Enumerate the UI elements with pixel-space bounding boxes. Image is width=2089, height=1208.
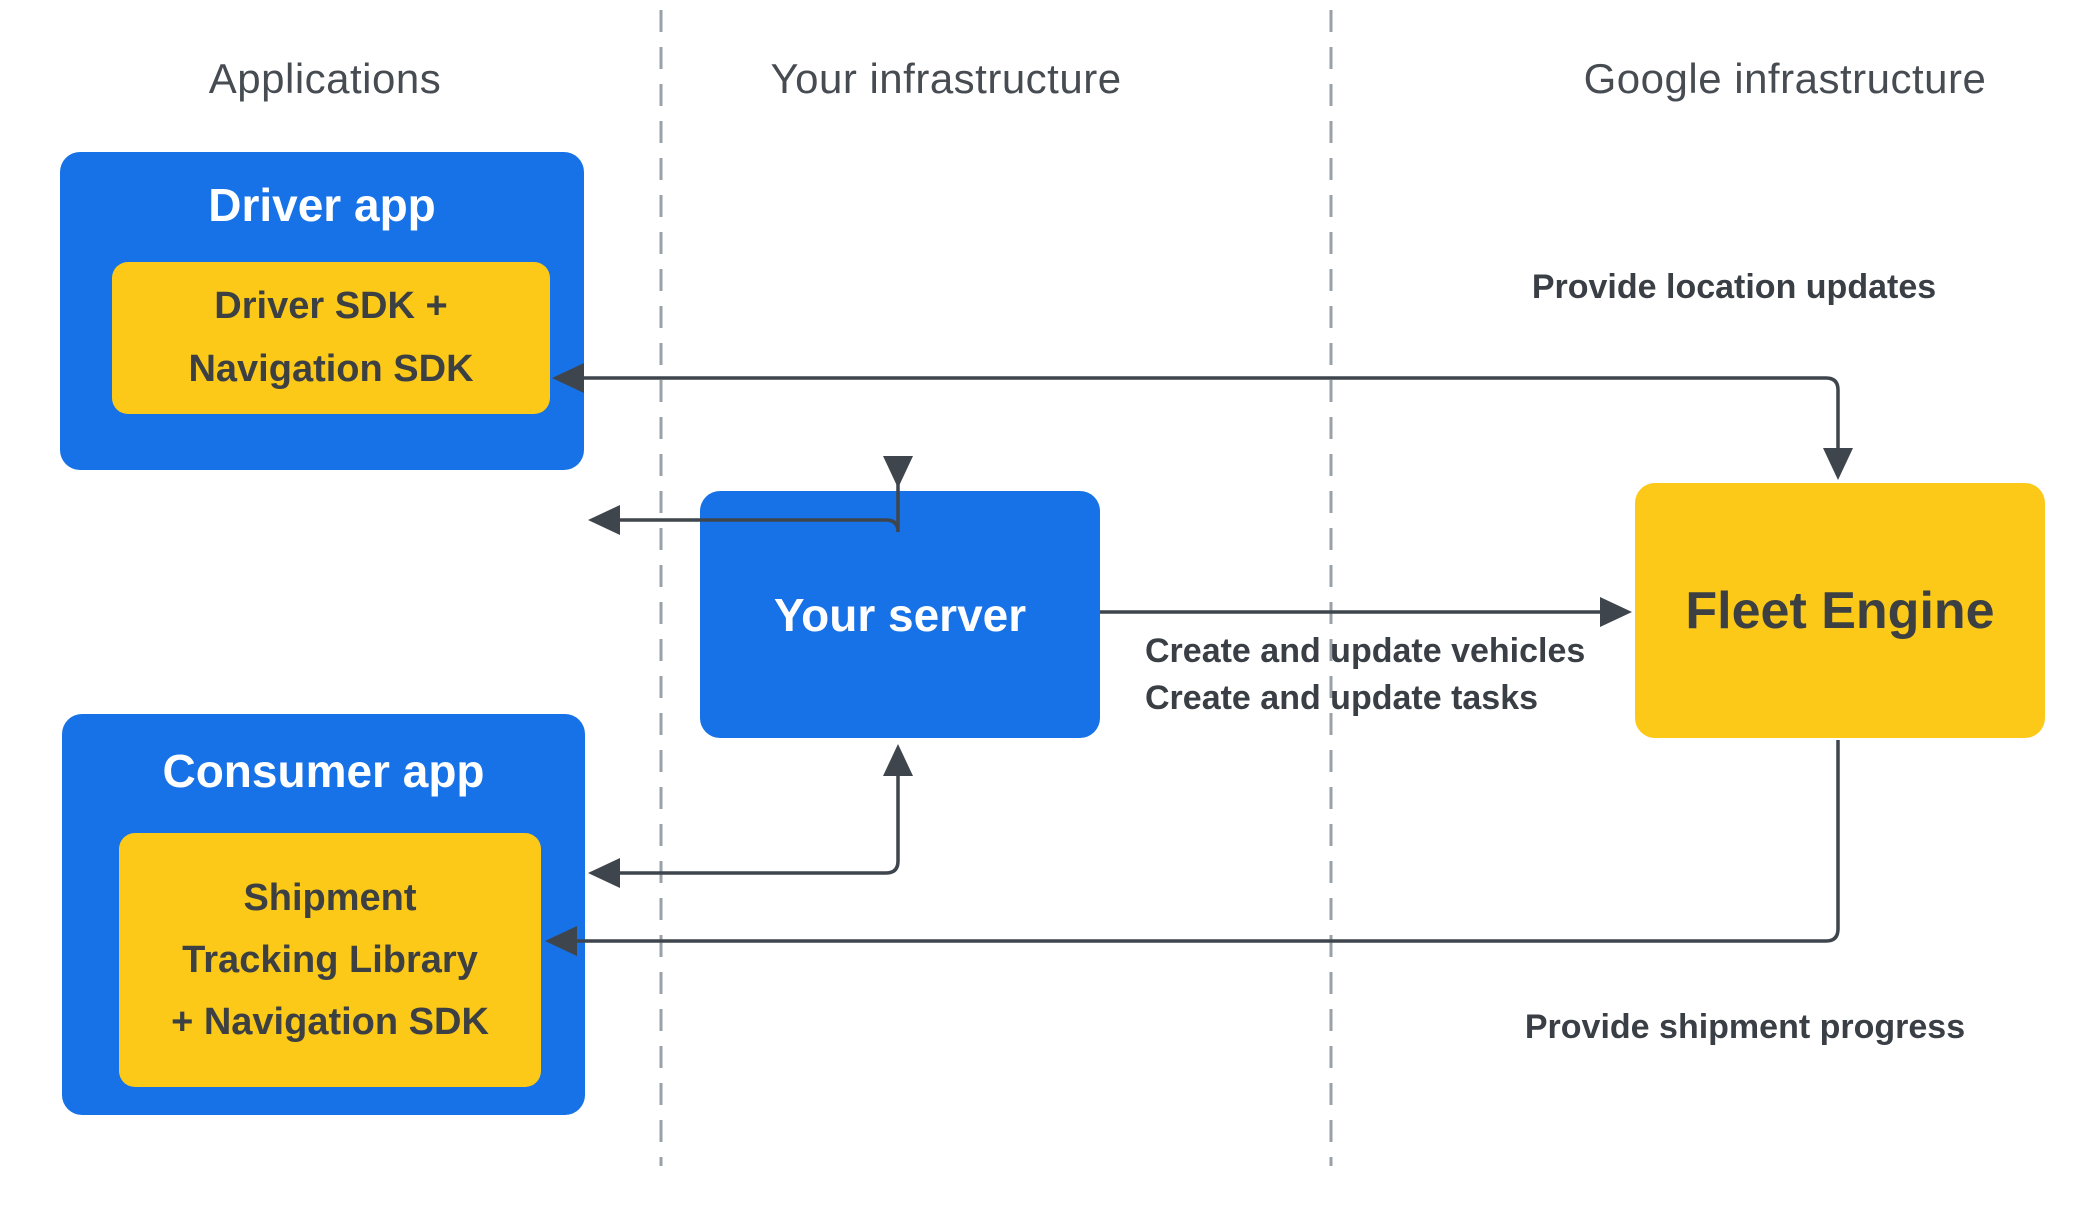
shipment-lib-label-line2: Tracking Library xyxy=(182,939,478,981)
edge-label-provide-shipment-progress: Provide shipment progress xyxy=(1524,1008,1966,1046)
shipment-tracking-library-node: Shipment Tracking Library + Navigation S… xyxy=(119,833,541,1087)
driver-app-node: Driver app Driver SDK + Navigation SDK xyxy=(60,152,584,470)
column-header-google-infrastructure: Google infrastructure xyxy=(1583,55,1987,102)
driver-sdk-label-line1: Driver SDK + xyxy=(214,285,448,327)
consumer-app-node: Consumer app Shipment Tracking Library +… xyxy=(62,714,585,1115)
shipment-lib-label-line3: + Navigation SDK xyxy=(171,1001,489,1043)
arrow-fleet-consumer xyxy=(577,740,1840,943)
driver-sdk-node: Driver SDK + Navigation SDK xyxy=(112,262,550,414)
edge-label-create-vehicles: Create and update vehicles xyxy=(1145,632,1586,670)
column-header-your-infrastructure: Your infrastructure xyxy=(770,55,1122,102)
your-server-title: Your server xyxy=(773,588,1027,641)
fleet-engine-node: Fleet Engine xyxy=(1635,483,2045,738)
fleet-engine-title: Fleet Engine xyxy=(1685,581,1995,640)
arrowhead-into-driver-app xyxy=(588,505,620,535)
edge-label-create-and-update: Create and update vehicles Create and up… xyxy=(1145,628,1585,722)
arrowhead-into-fleet-engine-top xyxy=(1823,448,1853,480)
arrowhead-into-consumer-app xyxy=(588,858,620,888)
edge-label-create-tasks: Create and update tasks xyxy=(1145,679,1539,717)
driver-sdk-label-line2: Navigation SDK xyxy=(188,348,474,390)
arrow-server-consumer xyxy=(620,776,900,875)
consumer-app-title: Consumer app xyxy=(162,745,485,797)
arrowhead-into-your-server-bottom xyxy=(883,744,913,776)
edge-label-provide-location-updates: Provide location updates xyxy=(1531,268,1937,306)
driver-app-title: Driver app xyxy=(208,179,436,231)
column-header-applications: Applications xyxy=(208,55,442,102)
your-server-node: Your server xyxy=(700,491,1100,738)
shipment-lib-label-line1: Shipment xyxy=(243,877,417,919)
arrowhead-into-your-server-top xyxy=(883,456,913,488)
arrowhead-into-fleet-engine-left xyxy=(1600,597,1632,627)
arrow-driver-fleet xyxy=(582,376,1840,450)
